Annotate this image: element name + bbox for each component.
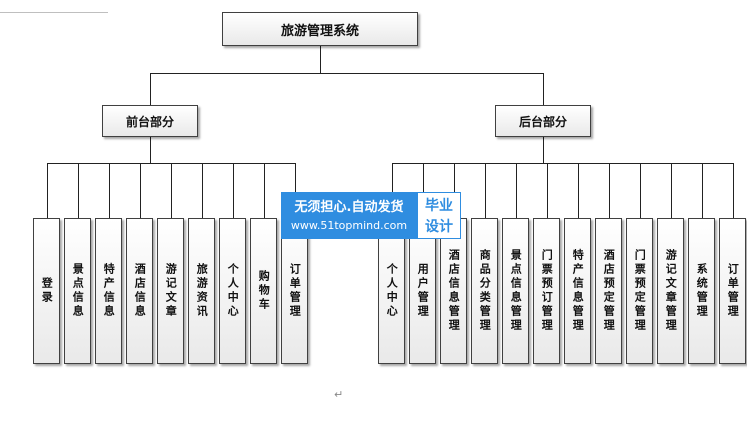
- branch-bus: [150, 73, 543, 74]
- leaf-node-label: 购物车: [257, 270, 271, 312]
- leaf-node-label: 景点信息: [71, 263, 85, 319]
- front-leaf-node: 特产信息: [95, 218, 122, 364]
- front-trunk-connector: [150, 137, 151, 163]
- back-leaf-node: 个人中心: [378, 218, 405, 364]
- front-leaf-connector: [46, 163, 48, 218]
- leaf-node-label: 旅游资讯: [195, 263, 209, 319]
- leaf-node-label: 个人中心: [385, 263, 399, 319]
- leaf-node-label: 特产信息管理: [571, 249, 585, 333]
- back-leaf-connector: [701, 163, 703, 218]
- back-leaf-node: 订单管理: [719, 218, 746, 364]
- leaf-node-label: 景点信息管理: [509, 249, 523, 333]
- front-leaf-node: 购物车: [250, 218, 277, 364]
- back-trunk-connector: [543, 137, 544, 163]
- back-leaf-node: 游记文章管理: [657, 218, 684, 364]
- front-branch-node: 前台部分: [102, 105, 198, 137]
- front-leaf-connector: [77, 163, 79, 218]
- leaf-node-label: 酒店信息: [133, 263, 147, 319]
- watermark-url: www.51topmind.com: [290, 219, 408, 232]
- leaf-node-label: 游记文章管理: [664, 249, 678, 333]
- back-leaf-connector: [484, 163, 486, 218]
- back-leaf-node: 特产信息管理: [564, 218, 591, 364]
- front-leaf-connector: [108, 163, 110, 218]
- front-leaf-node: 登录: [33, 218, 60, 364]
- front-leaf-node: 个人中心: [219, 218, 246, 364]
- back-branch-label: 后台部分: [518, 114, 567, 129]
- back-leaf-node: 门票预定管理: [626, 218, 653, 364]
- back-leaf-connector: [515, 163, 517, 218]
- back-leaf-connector: [639, 163, 641, 218]
- back-branch-connector: [543, 73, 544, 105]
- back-leaf-node: 酒店预定管理: [595, 218, 622, 364]
- front-leaf-connector: [294, 163, 296, 218]
- front-branch-connector: [150, 73, 151, 105]
- root-node-label: 旅游管理系统: [280, 23, 359, 39]
- front-leaf-node: 酒店信息: [126, 218, 153, 364]
- back-leaf-connector: [732, 163, 734, 218]
- watermark-tag: 毕业 设计: [417, 192, 461, 239]
- leaf-node-label: 门票预订管理: [540, 249, 554, 333]
- back-leaf-bus: [391, 163, 733, 164]
- front-leaf-node: 景点信息: [64, 218, 91, 364]
- back-leaf-node: 系统管理: [688, 218, 715, 364]
- front-leaf-connector: [232, 163, 234, 218]
- watermark-banner: 无须担心.自动发货 www.51topmind.com: [281, 192, 417, 239]
- back-leaf-connector: [453, 163, 455, 218]
- back-leaf-node: 商品分类管理: [471, 218, 498, 364]
- back-leaf-connector: [608, 163, 610, 218]
- leaf-node-label: 特产信息: [102, 263, 116, 319]
- leaf-node-label: 酒店预定管理: [602, 249, 616, 333]
- leaf-node-label: 订单管理: [288, 263, 302, 319]
- leaf-node-label: 商品分类管理: [478, 249, 492, 333]
- leaf-node-label: 游记文章: [164, 263, 178, 319]
- front-leaf-node: 旅游资讯: [188, 218, 215, 364]
- paragraph-mark: ↵: [334, 388, 344, 401]
- back-leaf-connector: [670, 163, 672, 218]
- front-leaf-connector: [201, 163, 203, 218]
- leaf-node-label: 登录: [40, 277, 54, 305]
- leaf-node-label: 订单管理: [726, 263, 740, 319]
- back-leaf-node: 酒店信息管理: [440, 218, 467, 364]
- front-branch-label: 前台部分: [125, 114, 174, 129]
- back-leaf-connector: [546, 163, 548, 218]
- leaf-node-label: 酒店信息管理: [447, 249, 461, 333]
- back-leaf-node: 门票预订管理: [533, 218, 560, 364]
- root-node: 旅游管理系统: [222, 12, 418, 46]
- back-leaf-node: 用户管理: [409, 218, 436, 364]
- front-leaf-node: 订单管理: [281, 218, 308, 364]
- back-leaf-connector: [577, 163, 579, 218]
- leaf-node-label: 个人中心: [226, 263, 240, 319]
- back-leaf-connector: [422, 163, 424, 218]
- front-leaf-connector: [263, 163, 265, 218]
- leaf-node-label: 用户管理: [416, 263, 430, 319]
- leaf-node-label: 门票预定管理: [633, 249, 647, 333]
- front-leaf-connector: [139, 163, 141, 218]
- root-connector: [320, 46, 321, 73]
- watermark-tag-line2: 设计: [425, 219, 453, 235]
- back-branch-node: 后台部分: [495, 105, 591, 137]
- top-rule: [0, 12, 108, 13]
- watermark-slogan: 无须担心.自动发货: [294, 200, 404, 215]
- back-leaf-connector: [391, 163, 393, 218]
- back-leaf-node: 景点信息管理: [502, 218, 529, 364]
- front-leaf-node: 游记文章: [157, 218, 184, 364]
- watermark-tag-line1: 毕业: [425, 198, 453, 214]
- front-leaf-connector: [170, 163, 172, 218]
- leaf-node-label: 系统管理: [695, 263, 709, 319]
